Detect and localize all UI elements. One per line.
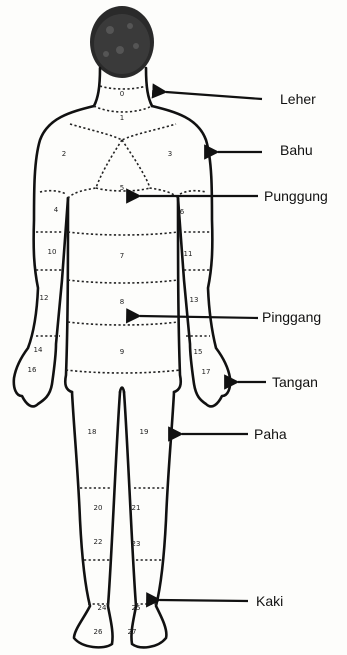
body-part-labels: Leher Bahu Punggung Pinggang Tangan Paha… bbox=[254, 91, 328, 609]
label-pinggang: Pinggang bbox=[262, 309, 321, 325]
segment-11: 11 bbox=[184, 250, 193, 258]
segment-17: 17 bbox=[202, 368, 211, 376]
segment-12: 12 bbox=[40, 294, 49, 302]
segment-0: 0 bbox=[120, 90, 124, 98]
segment-14: 14 bbox=[34, 346, 43, 354]
pointer-arrows bbox=[140, 92, 266, 601]
segment-25: 25 bbox=[132, 604, 141, 612]
body-outline bbox=[14, 68, 230, 647]
arrow-leher bbox=[166, 92, 262, 99]
segment-10: 10 bbox=[48, 248, 57, 256]
segment-15: 15 bbox=[194, 348, 203, 356]
label-leher: Leher bbox=[280, 91, 316, 107]
segment-24: 24 bbox=[98, 604, 107, 612]
segment-2: 2 bbox=[62, 150, 66, 158]
segment-13: 13 bbox=[190, 296, 199, 304]
segment-7: 7 bbox=[120, 252, 124, 260]
segment-19: 19 bbox=[140, 428, 149, 436]
arrow-kaki bbox=[160, 600, 248, 601]
segment-18: 18 bbox=[88, 428, 97, 436]
segment-27: 27 bbox=[128, 628, 137, 636]
segment-20: 20 bbox=[94, 504, 103, 512]
segment-21: 21 bbox=[132, 504, 141, 512]
region-dividers bbox=[36, 86, 210, 604]
label-tangan: Tangan bbox=[272, 374, 318, 390]
segment-1: 1 bbox=[120, 114, 124, 122]
segment-16: 16 bbox=[28, 366, 37, 374]
segment-5: 5 bbox=[120, 184, 124, 192]
label-punggung: Punggung bbox=[264, 188, 328, 204]
label-bahu: Bahu bbox=[280, 142, 313, 158]
segment-4: 4 bbox=[54, 206, 59, 214]
segment-9: 9 bbox=[120, 348, 124, 356]
segment-6: 6 bbox=[180, 208, 185, 216]
segment-8: 8 bbox=[120, 298, 124, 306]
label-kaki: Kaki bbox=[256, 593, 283, 609]
segment-26: 26 bbox=[94, 628, 103, 636]
segment-23: 23 bbox=[132, 540, 141, 548]
segment-3: 3 bbox=[168, 150, 172, 158]
segment-22: 22 bbox=[94, 538, 103, 546]
label-paha: Paha bbox=[254, 426, 287, 442]
arrow-pinggang bbox=[140, 316, 258, 318]
